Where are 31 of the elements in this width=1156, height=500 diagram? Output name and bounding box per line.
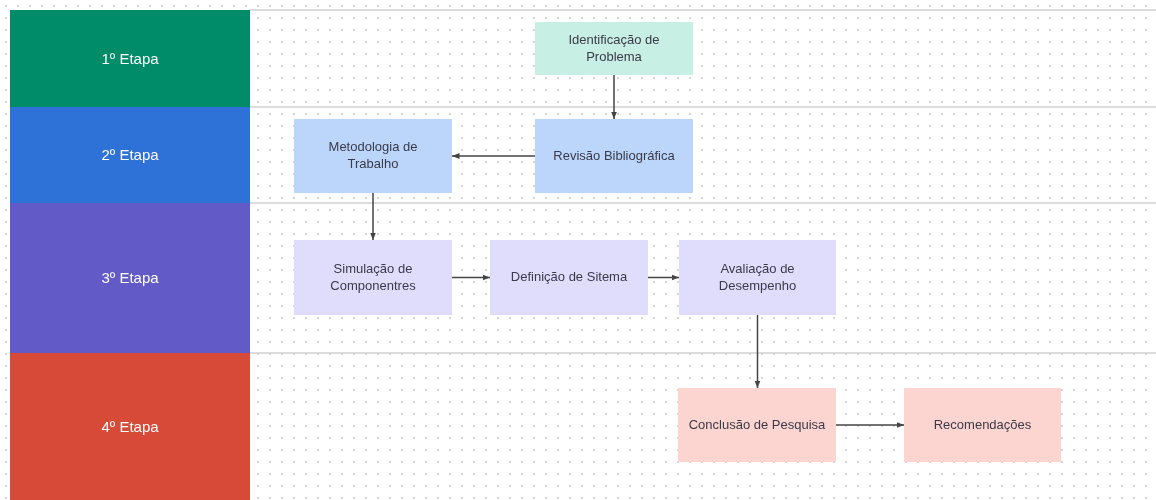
lane-header	[10, 203, 250, 353]
box-label: Definição de Sitema	[510, 269, 628, 286]
box-label: Simulação de Componentres	[329, 260, 417, 295]
arrow	[754, 314, 761, 389]
box-label: Metodologia de Trabalho	[327, 139, 419, 173]
process-box	[294, 119, 452, 193]
box-label: Avaliação de Desempenho	[717, 260, 798, 295]
arrow	[611, 74, 617, 120]
process-box	[904, 388, 1061, 462]
box-label: Identificação de Problema	[567, 31, 661, 66]
lane-header	[10, 353, 250, 500]
process-box	[294, 240, 452, 315]
box-label: 1º Etapa	[101, 48, 159, 69]
arrow	[451, 153, 536, 159]
process-box	[679, 240, 836, 315]
arrow	[370, 192, 376, 241]
box-label: 2º Etapa	[101, 145, 159, 165]
process-box	[535, 119, 693, 193]
arrow	[647, 274, 680, 281]
box-label: Revisão Bibliográfica	[553, 147, 675, 165]
process-box	[535, 22, 693, 75]
arrow	[835, 422, 905, 428]
process-box	[678, 388, 836, 462]
arrow	[451, 274, 491, 281]
lane-header	[10, 107, 250, 203]
process-box	[490, 240, 648, 315]
box-label: Recomendações	[933, 416, 1032, 434]
lane-header	[10, 10, 250, 107]
box-label: 4º Etapa	[101, 416, 159, 437]
box-label: 3º Etapa	[101, 268, 159, 288]
box-label: Conclusão de Pesquisa	[688, 416, 826, 434]
